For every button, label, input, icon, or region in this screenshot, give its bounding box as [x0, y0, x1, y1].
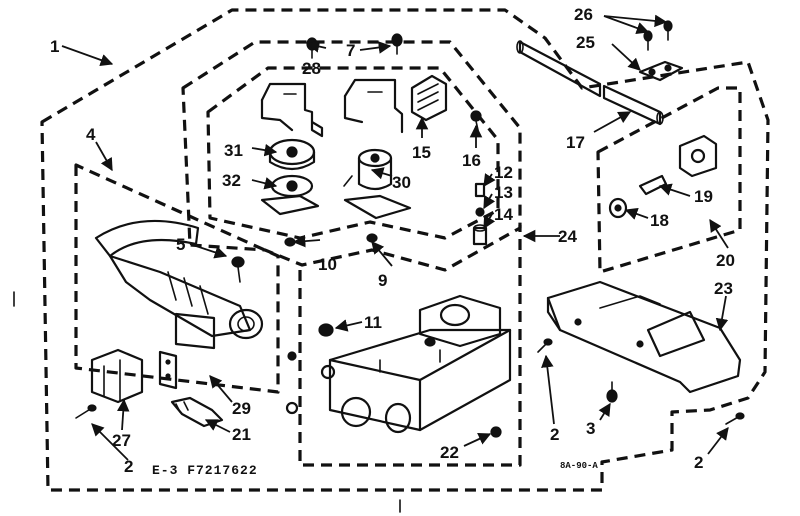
callout-28: 28 — [302, 59, 321, 78]
valve-body — [320, 294, 512, 434]
callout-29: 29 — [232, 399, 251, 418]
callout-19: 19 — [694, 187, 713, 206]
callout-32: 32 — [222, 171, 241, 190]
washer-13 — [475, 207, 485, 217]
outline-solenoid-group — [181, 40, 522, 272]
callout-16: 16 — [462, 151, 481, 170]
screw-2-left — [75, 404, 97, 419]
orifice-12 — [474, 182, 486, 198]
callout-5: 5 — [176, 235, 185, 254]
screw-2-mid — [537, 338, 553, 353]
callout-1: 1 — [50, 37, 59, 56]
leader-lines — [61, 14, 729, 461]
callout-10: 10 — [318, 255, 337, 274]
callout-4: 4 — [86, 125, 96, 144]
cap-11 — [318, 323, 334, 337]
outline-main-assembly — [40, 8, 770, 492]
screw-7 — [391, 33, 403, 55]
solenoid-coil-31 — [268, 138, 316, 171]
solenoid-bracket-right — [343, 78, 404, 134]
drawing-code-left: E-3 F7217622 — [152, 463, 258, 478]
callout-13: 13 — [494, 183, 513, 202]
callout-14: 14 — [494, 205, 513, 224]
solenoid-bracket-left — [260, 82, 324, 138]
callout-7: 7 — [346, 41, 355, 60]
terminal-block-15 — [410, 74, 448, 122]
sensor-19 — [638, 134, 718, 196]
callout-21: 21 — [232, 425, 251, 444]
callout-2-left: 2 — [124, 457, 133, 476]
screw-3 — [606, 381, 618, 403]
callout-25: 25 — [576, 33, 595, 52]
callout-15: 15 — [412, 143, 431, 162]
callout-30: 30 — [392, 173, 411, 192]
washer-near-valve — [285, 351, 299, 415]
outline-solenoid-inner — [206, 66, 500, 240]
screw-2-right — [725, 412, 745, 425]
callout-27: 27 — [112, 431, 131, 450]
callout-26: 26 — [574, 5, 593, 24]
igniter-21 — [170, 396, 224, 428]
screw-28 — [306, 37, 318, 59]
callout-9: 9 — [378, 271, 387, 290]
screw-26b — [663, 20, 673, 41]
tube-17 — [516, 40, 664, 126]
bracket-25 — [638, 60, 684, 82]
callout-labels: 1 4 5 28 7 31 32 30 15 16 12 13 14 24 17… — [50, 5, 735, 476]
clip-10 — [284, 233, 378, 247]
bracket-27 — [90, 348, 144, 404]
screw-26a — [643, 30, 653, 51]
drawing-code-right: 8A-90-A — [560, 461, 598, 471]
outline-burner-group — [74, 163, 280, 394]
callout-12: 12 — [494, 163, 513, 182]
screw-5 — [231, 256, 245, 283]
callout-23: 23 — [714, 279, 733, 298]
callout-2-right: 2 — [694, 453, 703, 472]
outline-valve-group — [298, 225, 522, 467]
callout-17: 17 — [566, 133, 585, 152]
callout-31: 31 — [224, 141, 243, 160]
mounting-bracket-23 — [546, 280, 742, 394]
callout-22: 22 — [440, 443, 459, 462]
plate-29 — [158, 350, 178, 390]
solenoid-coil-30 — [343, 148, 412, 220]
outline-sensor-group — [596, 86, 742, 274]
nut-18 — [608, 197, 628, 219]
callout-18: 18 — [650, 211, 669, 230]
callout-11: 11 — [364, 313, 382, 332]
solenoid-base-32 — [260, 174, 320, 216]
callout-2-mid: 2 — [550, 425, 559, 444]
callout-3: 3 — [586, 419, 595, 438]
callout-20: 20 — [716, 251, 735, 270]
nut-22 — [490, 426, 502, 438]
burner-tube-4 — [94, 219, 264, 350]
callout-24: 24 — [558, 227, 577, 246]
